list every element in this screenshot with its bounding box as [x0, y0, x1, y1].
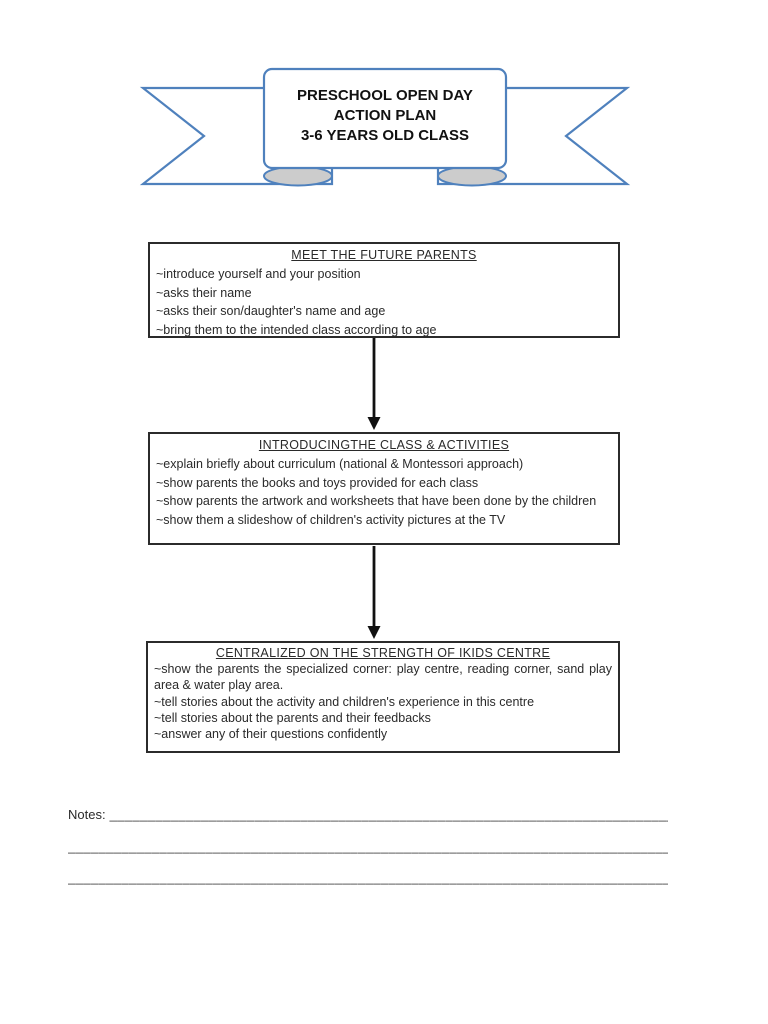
- banner-title-line2: ACTION PLAN: [333, 107, 437, 124]
- step-item: ~tell stories about the activity and chi…: [154, 694, 535, 709]
- step-box-ikids-strength: CENTRALIZED ON THE STRENGTH OF IKIDS CEN…: [146, 641, 620, 753]
- step-item: ~explain briefly about curriculum (natio…: [156, 456, 524, 471]
- banner-title-line1: PRESCHOOL OPEN DAY: [297, 87, 473, 104]
- ribbon-shape: [139, 67, 631, 187]
- step-item: ~asks their name: [156, 285, 252, 300]
- notes-blank-line: ________________________________________…: [68, 838, 668, 854]
- step-item: ~show the parents the specialized corner…: [154, 662, 612, 693]
- step-item: ~answer any of their questions confident…: [154, 727, 388, 742]
- notes-blank-line: ________________________________________…: [68, 870, 668, 885]
- ribbon-left-curl: [263, 165, 333, 187]
- step-title: CENTRALIZED ON THE STRENGTH OF IKIDS CEN…: [215, 646, 551, 660]
- notes-line-1: Notes: _________________________________…: [68, 799, 668, 831]
- step-title: MEET THE FUTURE PARENTS: [291, 248, 477, 262]
- step-item: ~show them a slideshow of children's act…: [156, 513, 506, 528]
- step-item: ~asks their son/daughter's name and age: [156, 304, 386, 319]
- step-box-introducing-class: INTRODUCINGTHE CLASS & ACTIVITIES ~expla…: [148, 432, 620, 545]
- arrow-1-head-icon: [367, 417, 381, 430]
- notes-label: Notes:: [68, 807, 106, 822]
- banner-title-line3: 3-6 YEARS OLD CLASS: [300, 127, 470, 144]
- step-item: ~introduce yourself and your position: [156, 266, 361, 281]
- notes-line-3: ________________________________________…: [68, 862, 668, 894]
- notes-blank-line: ________________________________________…: [109, 807, 668, 822]
- ribbon-center-panel: [262, 67, 508, 170]
- step-item: ~tell stories about the parents and thei…: [154, 710, 431, 725]
- step-item: ~show parents the artwork and worksheets…: [156, 494, 597, 509]
- arrow-2-head-icon: [367, 626, 381, 639]
- step-title: INTRODUCINGTHE CLASS & ACTIVITIES: [258, 438, 510, 452]
- notes-section: Notes: _________________________________…: [68, 799, 668, 894]
- step-item: ~bring them to the intended class accord…: [156, 323, 437, 338]
- step-box-meet-parents: MEET THE FUTURE PARENTS ~introduce yours…: [148, 242, 620, 338]
- step-item: ~show parents the books and toys provide…: [156, 475, 479, 490]
- notes-line-2: ________________________________________…: [68, 831, 668, 863]
- ribbon-right-curl: [437, 165, 507, 187]
- banner-title: PRESCHOOL OPEN DAY ACTION PLAN 3-6 YEARS…: [264, 86, 506, 152]
